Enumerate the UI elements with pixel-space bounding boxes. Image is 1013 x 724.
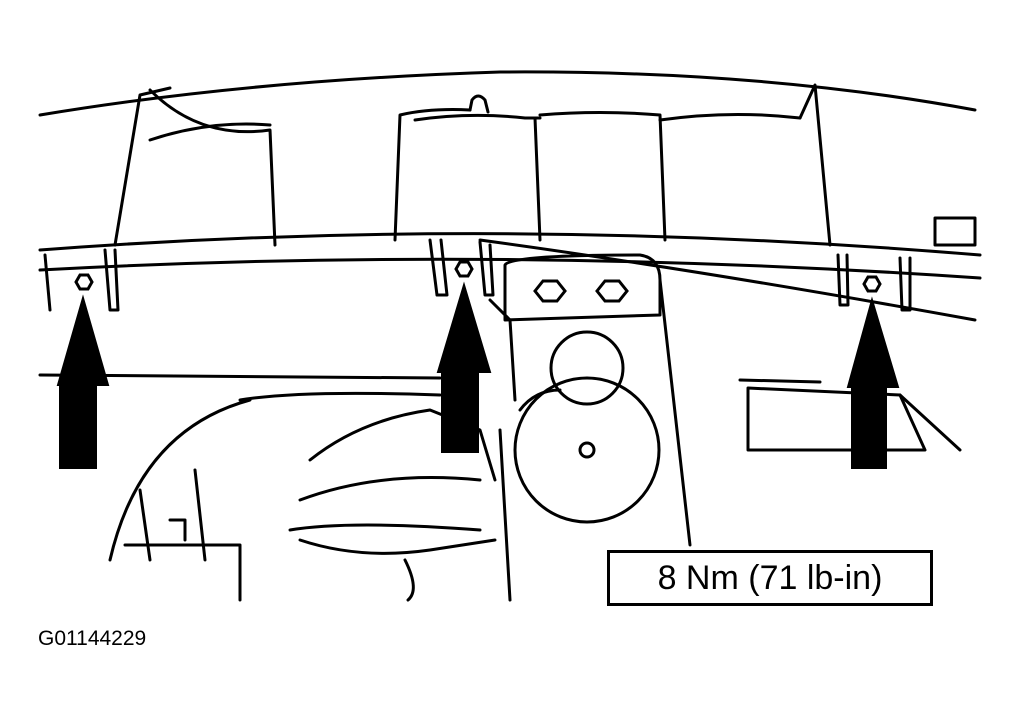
nut-icon xyxy=(862,275,882,293)
clip-right xyxy=(836,253,912,312)
torque-spec-callout: 8 Nm (71 lb-in) xyxy=(607,550,933,606)
hex-bolt-icon xyxy=(595,279,629,303)
hex-bolt-icon xyxy=(533,279,567,303)
torque-spec-text: 8 Nm (71 lb-in) xyxy=(657,558,883,597)
arrow-up-icon xyxy=(56,294,110,469)
motor-assembly xyxy=(513,330,661,524)
clip-left xyxy=(43,248,120,312)
upper-panel-outline xyxy=(38,70,982,452)
center-bracket xyxy=(488,253,692,547)
clip-center xyxy=(428,238,495,297)
nut-icon xyxy=(454,260,474,278)
lower-duct xyxy=(38,373,822,602)
nut-icon xyxy=(74,273,94,291)
arrow-up-icon xyxy=(846,296,900,469)
arrow-up-icon xyxy=(436,281,492,453)
figure-id: G01144229 xyxy=(38,627,147,650)
